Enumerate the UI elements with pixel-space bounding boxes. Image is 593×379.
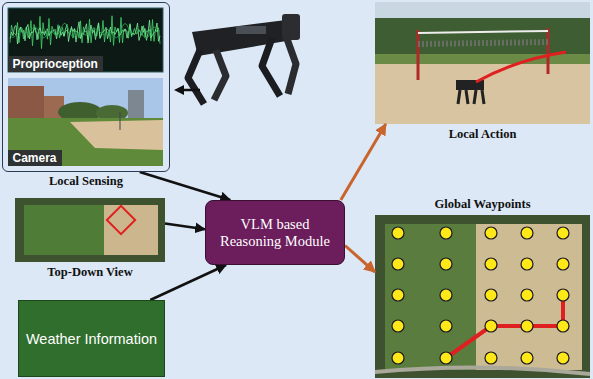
waypoint-dot [392,227,404,239]
waypoint-dot [392,320,404,332]
weather-box: Weather Information [18,300,165,377]
waypoint-dot [392,352,404,364]
waypoint-dot [440,320,452,332]
waypoint-dot [440,227,452,239]
signal-traces [10,16,160,49]
waypoint-route [446,295,563,358]
sensing-arrow [182,89,200,92]
map-sand [104,205,158,255]
camera-pole [120,112,121,130]
flow-arrow [345,246,375,273]
waypoint-dot [521,352,533,364]
map-field [24,205,110,255]
waypoint-dot [521,289,533,301]
map-ground [15,198,165,262]
flow-arrow [341,124,386,200]
camera-sand [70,120,163,150]
waypoint-dot [557,227,569,239]
robot-leg [214,50,226,100]
robot-dog [188,14,300,104]
flow-arrow [140,172,230,200]
net-pole [417,30,420,80]
flow-arrow [165,224,205,230]
waypoint-dot [485,320,497,332]
waypoint-dot [521,320,533,332]
heading: Local Action [449,127,517,142]
panel-label: Proprioception [8,56,103,72]
robot-head [282,14,300,40]
heading: Top-Down View [47,265,132,280]
weather-fill [18,300,165,377]
map-field [385,224,480,370]
sensing-arrowhead [174,85,184,95]
robot-leg [466,90,468,104]
robot-leg [188,50,204,104]
waypoint-dot [392,289,404,301]
signal-trace [10,16,160,49]
robot-body [192,20,292,56]
robot-label [236,26,266,34]
photo-sky [375,2,590,124]
map-sand [476,224,582,370]
robot-leg [262,38,280,96]
robot-region-marker [107,206,135,234]
camera-building [128,90,144,120]
map-path [375,367,590,374]
signal-panel [8,8,163,72]
map-panel: Top-Down View [15,198,165,262]
trajectory [476,52,566,82]
reasoning-box: VLM based Reasoning Module [205,200,345,265]
camera-building [8,86,44,120]
heading: Global Waypoints [435,197,531,212]
signal-trace [10,20,160,44]
action-photo: Local Action [375,2,590,124]
waypoint-dot [557,320,569,332]
waypoint-dot [521,227,533,239]
waypoint-map: Global Waypoints [375,215,590,378]
waypoint-grid [392,227,569,364]
camera-sky [8,78,163,166]
camera-panel: Camera [8,78,163,166]
net-pole [547,28,550,74]
robot-leg [482,90,484,104]
waypoint-dot [557,352,569,364]
signal-trace [10,23,160,38]
robot-leg [474,90,476,104]
waypoint-dot [485,289,497,301]
waypoint-dot [557,258,569,270]
waypoint-dot [440,352,452,364]
box-text: VLM based Reasoning Module [212,216,338,250]
waypoint-dot [557,289,569,301]
waypoint-dot [521,258,533,270]
waypoint-dot [440,289,452,301]
waypoint-dot [485,227,497,239]
net-mesh [418,42,548,44]
robot-small [456,80,484,104]
panel-label: Camera [8,150,62,166]
waypoint-dot [440,258,452,270]
sensing-group: ProprioceptionCameraLocal Sensing [2,2,170,172]
heading: Local Sensing [49,174,123,189]
waypoint-dot [392,258,404,270]
robot-leg [458,90,460,104]
robot-leg [286,36,296,94]
photo-sand [375,64,590,124]
map-ground [375,215,590,378]
net-top [418,31,548,33]
waypoint-dot [485,258,497,270]
box-text: Weather Information [26,331,157,347]
camera-grass [8,118,163,166]
proprioception-panel: Proprioception [8,8,163,72]
waypoint-dot [485,352,497,364]
flow-arrow [150,265,226,300]
